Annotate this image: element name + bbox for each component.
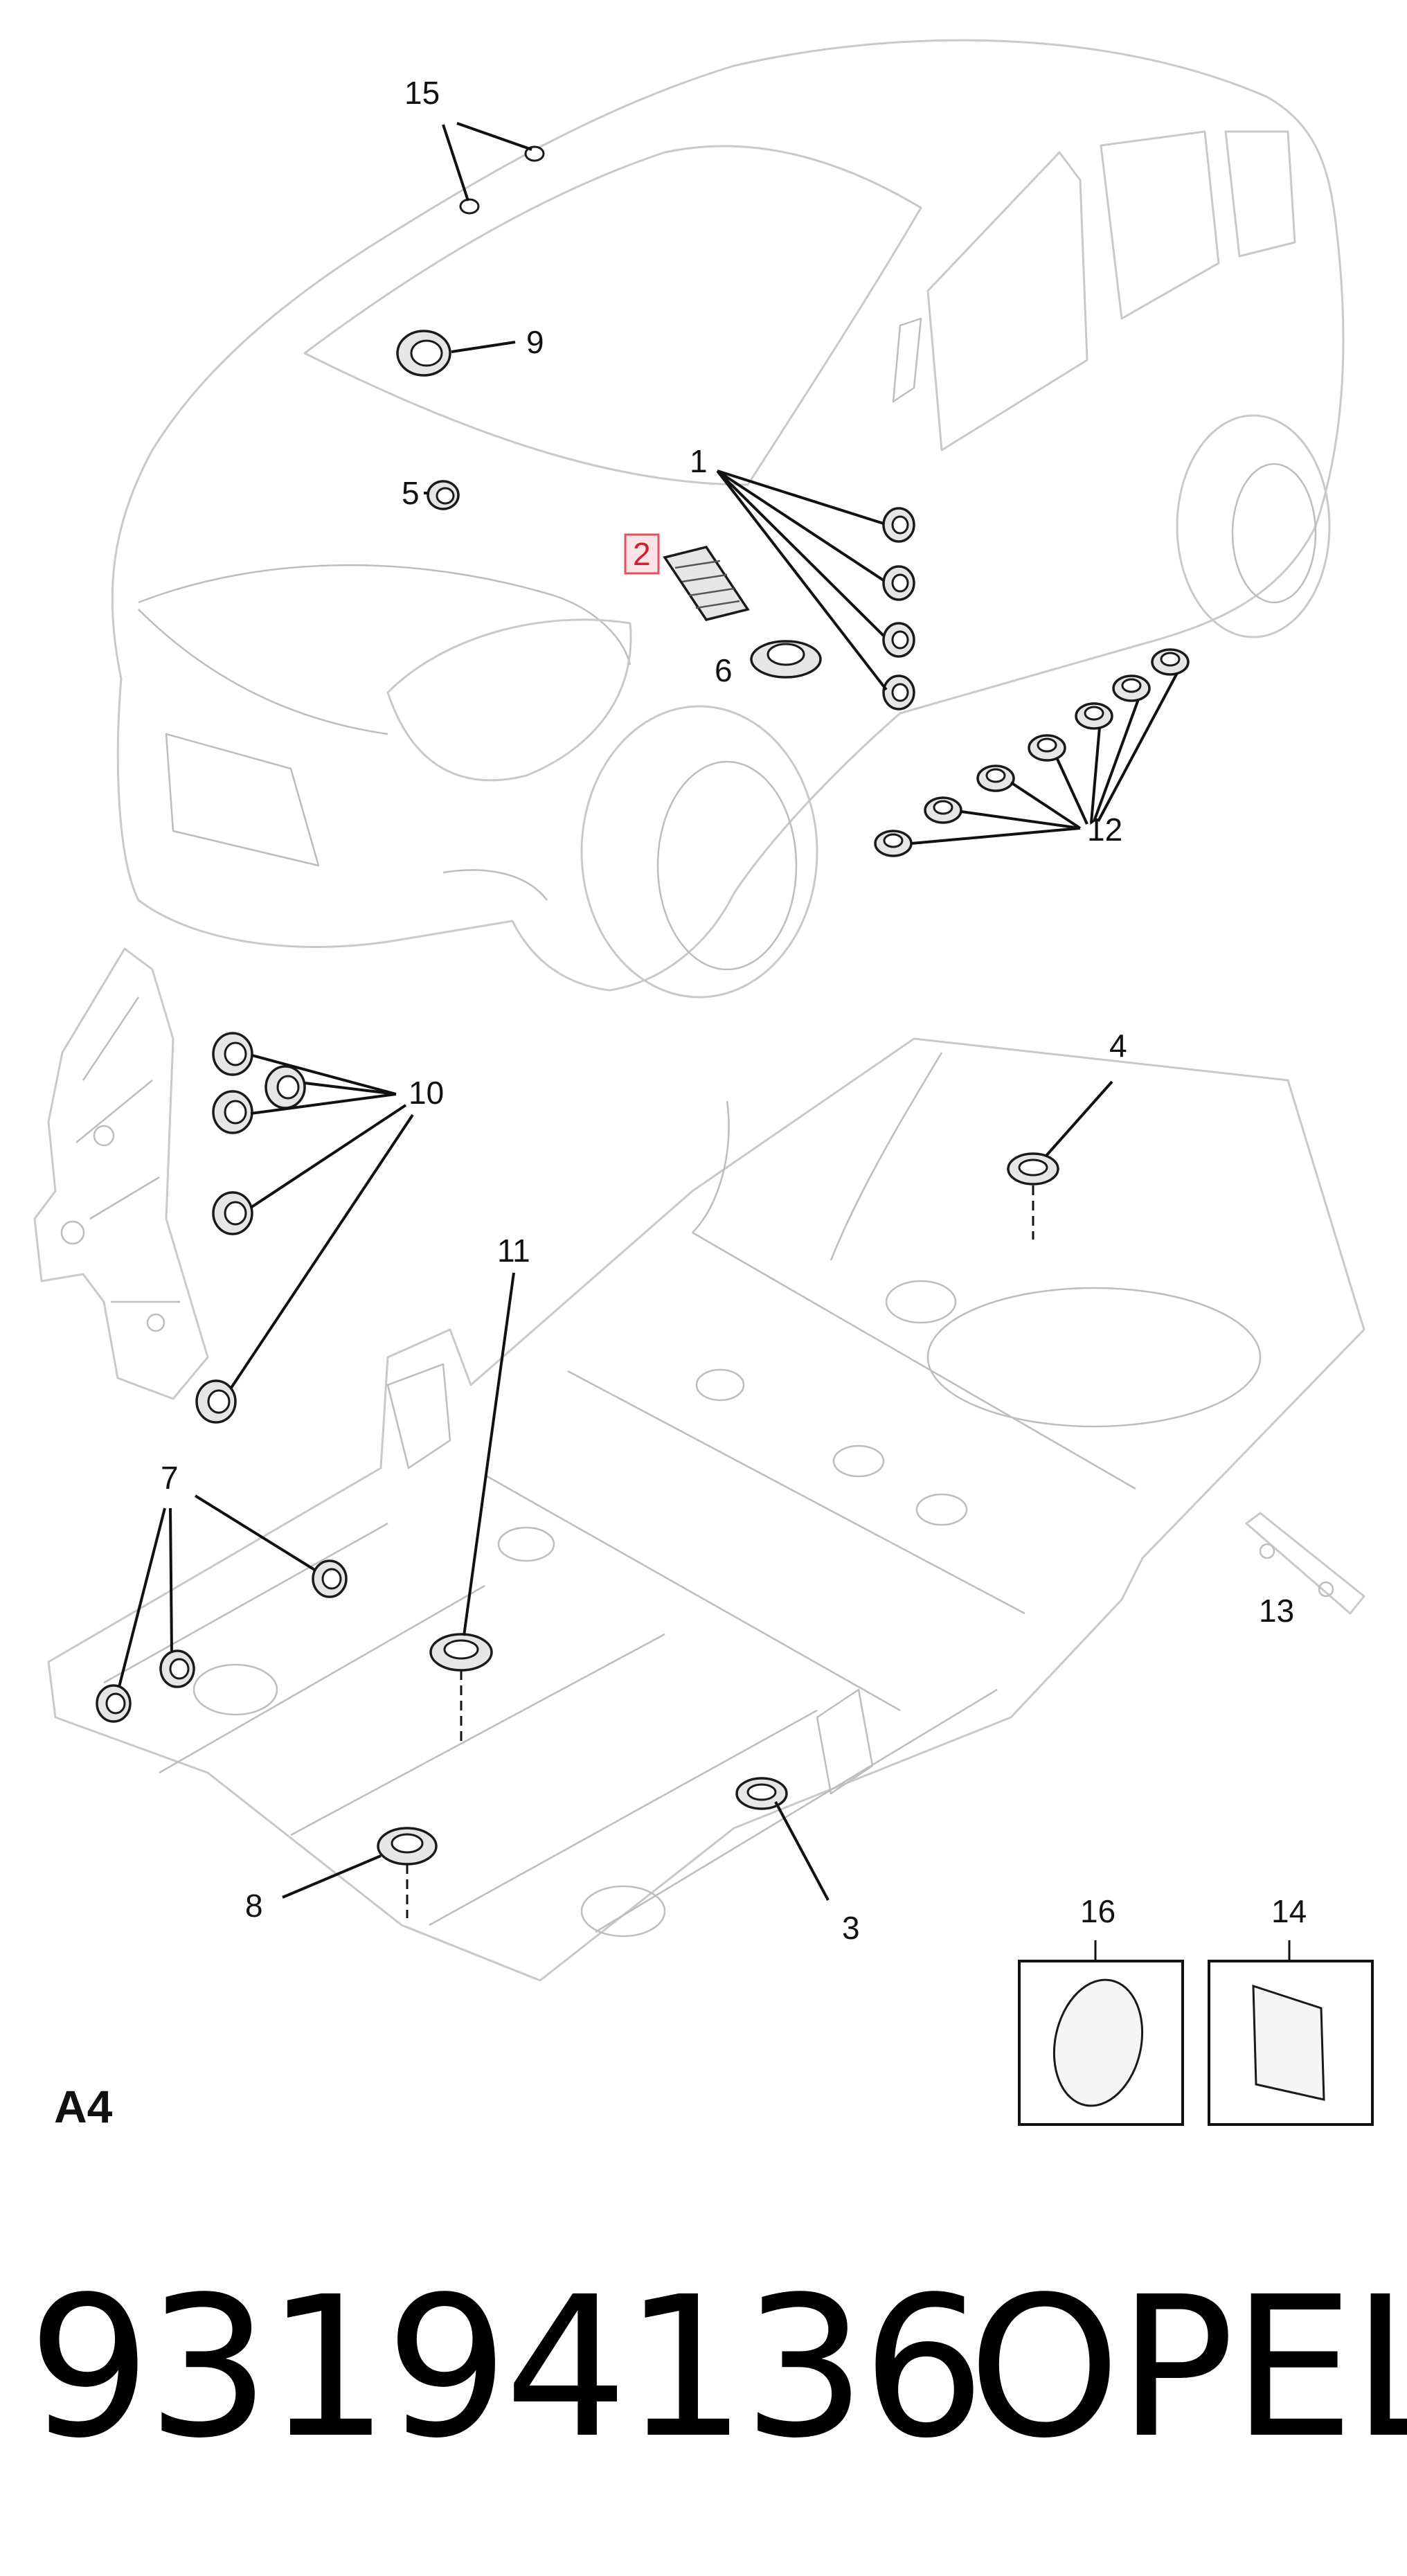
plug-3 (735, 1777, 788, 1810)
callout-8: 8 (245, 1888, 263, 1924)
plug-15 (459, 145, 545, 215)
callout-4: 4 (1109, 1028, 1127, 1064)
plug-8 (377, 1827, 438, 1918)
callout-6: 6 (715, 652, 733, 688)
plugs-10 (195, 1032, 306, 1424)
inset-box-16 (1018, 1960, 1184, 2126)
callout-2: 2 (633, 536, 651, 572)
callout-3: 3 (842, 1910, 860, 1946)
callout-9: 9 (526, 324, 544, 360)
callout-labels: 15 9 5 1 2 6 12 10 4 11 7 13 8 3 16 14 (161, 75, 1307, 1946)
part-2-grille (663, 546, 750, 621)
callout-15: 15 (404, 75, 440, 111)
callout-11: 11 (497, 1233, 530, 1269)
callout-2-highlight-box (624, 533, 660, 575)
car-body-outline (111, 39, 1345, 999)
plug-6 (750, 640, 822, 679)
pillar-panel-outline (33, 947, 209, 1400)
floor-pan-outline (47, 1037, 1365, 1982)
plugs-7 (96, 1559, 348, 1723)
part-number: 93194136 (28, 2255, 985, 2481)
brand-name: OPEL (968, 2255, 1407, 2481)
callout-16: 16 (1080, 1893, 1115, 1929)
leader-lines (118, 122, 1291, 1961)
plug-4 (1007, 1152, 1059, 1240)
callout-5: 5 (402, 475, 420, 511)
plug-5 (427, 480, 460, 510)
callout-12: 12 (1087, 812, 1122, 848)
plug-11 (429, 1633, 493, 1745)
part-13-bracket (1245, 1512, 1365, 1615)
sheet-label: A4 (54, 2081, 113, 2132)
callout-14: 14 (1271, 1893, 1307, 1929)
inset-box-14 (1208, 1960, 1374, 2126)
plugs-12 (874, 648, 1190, 857)
callout-7: 7 (161, 1460, 179, 1496)
callout-13: 13 (1259, 1593, 1294, 1629)
callout-10: 10 (409, 1075, 444, 1111)
plugs-1 (882, 507, 915, 710)
callout-1: 1 (690, 443, 708, 479)
plug-9 (396, 330, 451, 377)
